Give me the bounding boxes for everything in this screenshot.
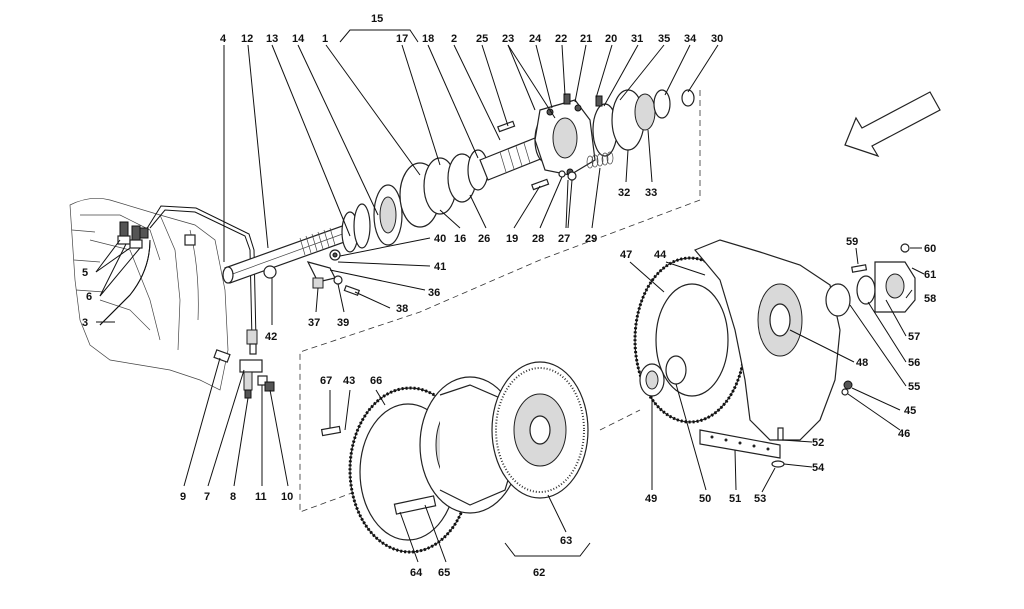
assembly-boundary [299,90,701,513]
t-fitting-assembly [213,349,275,399]
label-24: 24 [529,33,542,45]
part-labels: 15 4 12 13 14 1 17 18 2 25 23 24 22 21 2… [82,13,936,579]
label-29: 29 [585,233,597,245]
label-26: 26 [478,233,490,245]
label-57: 57 [908,331,920,343]
label-30: 30 [711,33,723,45]
label-45: 45 [904,405,916,417]
label-41: 41 [434,261,446,273]
label-20: 20 [605,33,617,45]
label-47: 47 [620,249,632,261]
label-32: 32 [618,187,630,199]
label-37: 37 [308,317,320,329]
label-54: 54 [812,462,825,474]
bellhousing [633,239,841,441]
label-16: 16 [454,233,466,245]
label-38: 38 [396,303,408,315]
label-58: 58 [924,293,936,305]
label-6: 6 [86,291,92,303]
hydraulic-line [145,205,258,355]
label-35: 35 [658,33,670,45]
label-31: 31 [631,33,643,45]
label-43: 43 [343,375,355,387]
label-4: 4 [220,33,227,45]
label-23: 23 [502,33,514,45]
clutch-hose [99,239,151,326]
label-67: 67 [320,375,332,387]
label-10: 10 [281,491,293,503]
label-48: 48 [856,357,868,369]
arrow-left-down-icon [844,91,941,158]
label-8: 8 [230,491,236,503]
label-21: 21 [580,33,592,45]
label-64: 64 [410,567,423,579]
bearing-cover [825,243,916,396]
label-18: 18 [422,33,434,45]
label-40: 40 [434,233,446,245]
label-65: 65 [438,567,450,579]
label-36: 36 [428,287,440,299]
label-49: 49 [645,493,657,505]
bleed-fittings [117,221,196,249]
label-25: 25 [476,33,488,45]
label-50: 50 [699,493,711,505]
label-52: 52 [812,437,824,449]
label-62: 62 [533,567,545,579]
label-11: 11 [255,491,267,503]
clutch-disc [491,361,589,499]
label-17: 17 [396,33,408,45]
label-13: 13 [266,33,278,45]
label-53: 53 [754,493,766,505]
label-39: 39 [337,317,349,329]
label-59: 59 [846,236,858,248]
label-33: 33 [645,187,657,199]
label-51: 51 [729,493,741,505]
label-9: 9 [180,491,186,503]
label-61: 61 [924,269,936,281]
label-15: 15 [371,13,383,25]
leader-lines [95,29,925,563]
label-2: 2 [451,33,457,45]
label-19: 19 [506,233,518,245]
gear-stack [341,149,489,253]
label-22: 22 [555,33,567,45]
spring [586,151,614,169]
label-7: 7 [204,491,210,503]
label-34: 34 [684,33,697,45]
label-56: 56 [908,357,920,369]
rear-shaft-section [592,89,695,157]
label-1: 1 [322,33,328,45]
label-3: 3 [82,317,88,329]
label-60: 60 [924,243,936,255]
label-27: 27 [558,233,570,245]
label-55: 55 [908,381,920,393]
label-46: 46 [898,428,910,440]
label-63: 63 [560,535,572,547]
label-14: 14 [292,33,305,45]
bearing-housing [534,99,596,176]
label-42: 42 [265,331,277,343]
gearbox-housing [69,198,229,391]
label-28: 28 [532,233,544,245]
label-66: 66 [370,375,382,387]
label-44: 44 [654,249,667,261]
label-12: 12 [241,33,253,45]
label-5: 5 [82,267,88,279]
